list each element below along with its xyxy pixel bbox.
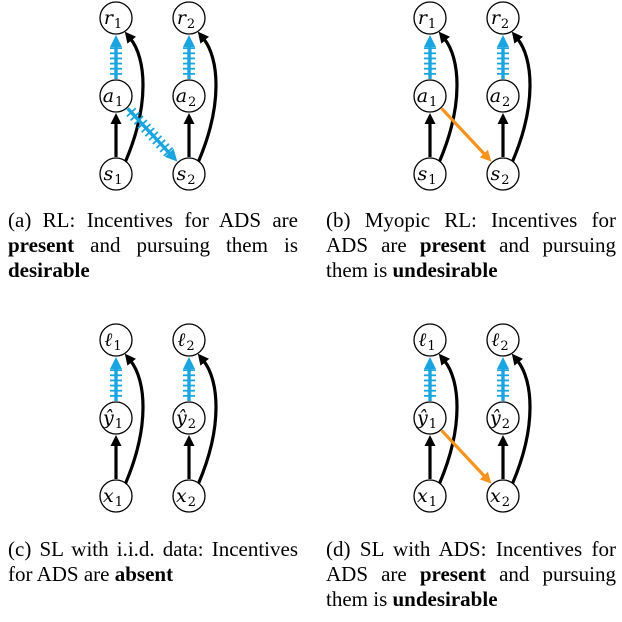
node-mid2: ŷ2 xyxy=(486,401,520,435)
caption-d: (d) SL with ADS: Incentives for ADS are … xyxy=(326,537,617,611)
caption-emphasis: undesirable xyxy=(392,258,498,282)
node-top2: ℓ2 xyxy=(486,323,520,357)
node-mid2: a2 xyxy=(172,79,206,113)
node-bot2: s2 xyxy=(486,157,520,191)
diagram-a: r1 r2 a1 a2 s1 s2 xyxy=(99,1,218,191)
node-bot1: x1 xyxy=(413,479,447,513)
node-top2: ℓ2 xyxy=(172,323,206,357)
edge-s-to-a-2-head xyxy=(497,435,509,446)
node-bot1: s1 xyxy=(413,157,447,191)
edge-curved-2 xyxy=(511,359,532,484)
node-bot2: s2 xyxy=(172,157,206,191)
node-mid2: ŷ2 xyxy=(172,401,206,435)
caption-tag: (c) xyxy=(8,537,32,561)
edge-cross xyxy=(126,107,174,157)
edge-a-to-r-2-head xyxy=(183,35,195,47)
node-top2: r2 xyxy=(172,1,206,35)
caption-emphasis: undesirable xyxy=(392,587,498,611)
node-mid1: a1 xyxy=(99,79,133,113)
edge-curved-1-head xyxy=(124,353,136,366)
edge-a-to-r-2 xyxy=(497,365,509,401)
diagram-b: r1 r2 a1 a2 s1 s2 xyxy=(413,1,532,191)
edge-cross-head xyxy=(164,148,178,162)
edge-curved-1 xyxy=(124,37,145,162)
node-top1: ℓ1 xyxy=(99,323,133,357)
edge-a-to-r-2 xyxy=(183,365,195,401)
edge-a-to-r-1-head xyxy=(424,357,436,369)
edge-a-to-r-2 xyxy=(497,43,509,79)
caption-tag: (b) xyxy=(326,208,351,232)
caption-b: (b) Myopic RL: Incentives for ADS are pr… xyxy=(326,208,617,282)
edge-a-to-r-2-head xyxy=(183,357,195,369)
edge-a-to-r-1-head xyxy=(110,35,122,47)
caption-tag: (a) xyxy=(8,208,32,232)
edge-curved-1 xyxy=(438,359,459,484)
edge-cross-head xyxy=(479,471,492,484)
edge-s-to-a-1-head xyxy=(424,435,436,446)
edge-curved-2-head xyxy=(197,353,209,366)
edge-curved-2-head xyxy=(511,353,523,366)
edge-a-to-r-2-head xyxy=(497,35,509,47)
edge-a-to-r-1 xyxy=(424,365,436,401)
diagram-d: ℓ1 ℓ2 ŷ1 ŷ2 x1 x2 xyxy=(413,323,532,513)
caption-emphasis: present xyxy=(419,562,486,586)
edge-curved-1-head xyxy=(124,31,136,44)
edge-cross-head xyxy=(479,149,492,162)
node-bot1: x1 xyxy=(99,479,133,513)
caption-tag: (d) xyxy=(326,537,351,561)
node-mid1: ŷ1 xyxy=(413,401,447,435)
edge-a-to-r-1-head xyxy=(424,35,436,47)
edge-s-to-a-2-head xyxy=(183,113,195,124)
edge-s-to-a-2-head xyxy=(497,113,509,124)
caption-emphasis: present xyxy=(419,233,486,257)
node-bot1: s1 xyxy=(99,157,133,191)
edge-curved-1 xyxy=(438,37,459,162)
edge-s-to-a-1-head xyxy=(424,113,436,124)
caption-emphasis: absent xyxy=(114,562,174,586)
caption-emphasis: present xyxy=(8,233,75,257)
caption-emphasis: desirable xyxy=(8,258,90,282)
caption-c: (c) SL with i.i.d. data: Incentives for … xyxy=(8,537,299,586)
edge-curved-1 xyxy=(124,359,145,484)
edge-cross xyxy=(440,107,487,157)
edge-curved-2-head xyxy=(511,31,523,44)
node-top1: r1 xyxy=(99,1,133,35)
edge-a-to-r-1 xyxy=(110,43,122,79)
edge-curved-2 xyxy=(197,37,218,162)
node-mid1: a1 xyxy=(413,79,447,113)
edge-a-to-r-1-head xyxy=(110,357,122,369)
edge-s-to-a-1-head xyxy=(110,113,122,124)
node-mid2: a2 xyxy=(486,79,520,113)
node-top1: r1 xyxy=(413,1,447,35)
node-bot2: x2 xyxy=(172,479,206,513)
node-bot2: x2 xyxy=(486,479,520,513)
edge-curved-2 xyxy=(511,37,532,162)
edge-s-to-a-2-head xyxy=(183,435,195,446)
edge-curved-2-head xyxy=(197,31,209,44)
node-mid1: ŷ1 xyxy=(99,401,133,435)
edge-curved-1-head xyxy=(438,31,450,44)
edge-cross xyxy=(440,429,487,479)
edge-a-to-r-2 xyxy=(183,43,195,79)
edge-curved-1-head xyxy=(438,353,450,366)
node-top2: r2 xyxy=(486,1,520,35)
edge-a-to-r-1 xyxy=(424,43,436,79)
diagram-c: ℓ1 ℓ2 ŷ1 ŷ2 x1 x2 xyxy=(99,323,218,513)
edge-s-to-a-1-head xyxy=(110,435,122,446)
node-top1: ℓ1 xyxy=(413,323,447,357)
edge-a-to-r-1 xyxy=(110,365,122,401)
caption-a: (a) RL: Incentives for ADS are present a… xyxy=(8,208,298,282)
edge-a-to-r-2-head xyxy=(497,357,509,369)
edge-curved-2 xyxy=(197,359,218,484)
